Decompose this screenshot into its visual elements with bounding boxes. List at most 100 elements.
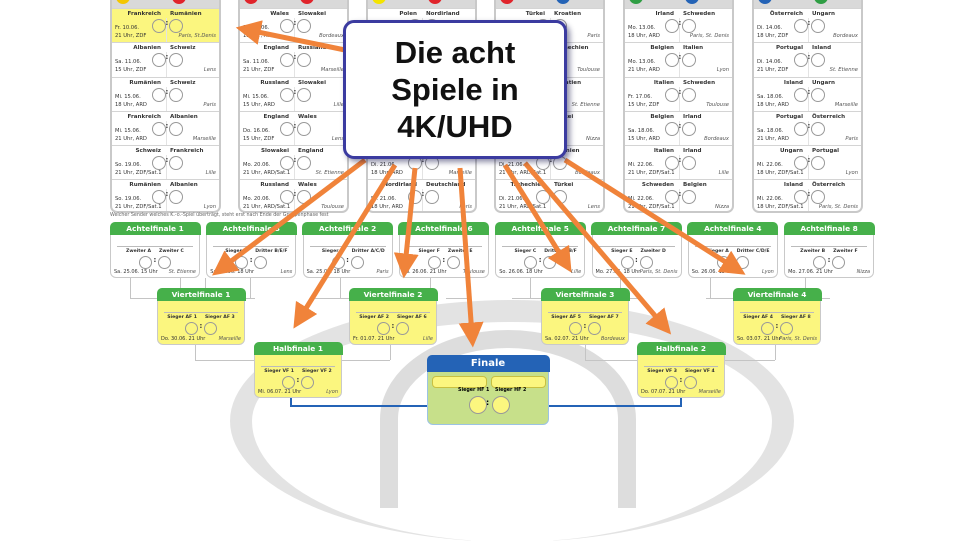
score2-input[interactable] [780,322,793,335]
score1-input[interactable] [139,256,152,269]
score1-input[interactable] [280,121,294,136]
score2-input[interactable] [425,190,439,205]
score1-input[interactable] [794,53,808,68]
score1-input[interactable] [280,190,294,205]
semi-final-match[interactable]: Halbfinale 2 Sieger VF 3 Sieger VF 4 : D… [636,341,726,398]
score2-input[interactable] [811,19,825,33]
score1-input[interactable] [665,87,679,102]
score1-input[interactable] [377,322,390,335]
score1-input[interactable] [761,322,774,335]
score2-input[interactable] [588,322,601,335]
quarter-final-match[interactable]: Viertelfinale 3 Sieger AF 5 Sieger AF 7 … [540,287,630,345]
score1-input[interactable] [794,19,808,33]
score2-input[interactable] [811,53,825,68]
score2-input[interactable] [446,256,460,269]
score-separator: : [678,19,682,27]
match-time-broadcaster: 21 Uhr, ZDF [115,33,147,39]
score1-input[interactable] [665,376,678,389]
score2-input[interactable] [350,256,364,269]
score1-input[interactable] [665,53,679,68]
score2-input[interactable] [682,121,696,136]
round-of-16-match[interactable]: Achtelfinale 2 Sieger B Dritter A/C/D : … [302,221,394,278]
group-header [754,0,861,8]
score1-input[interactable] [569,322,582,335]
match-time-broadcaster: 18 Uhr, ZDF/Sat.1 [757,204,804,211]
score2-input[interactable] [832,256,846,269]
score2-input[interactable] [684,376,697,389]
score2-input[interactable] [396,322,409,335]
score2-input[interactable] [204,322,217,335]
score1-input[interactable] [794,156,808,171]
score2-input[interactable] [811,121,825,136]
score1-input[interactable] [152,19,166,33]
quarter-final-match[interactable]: Viertelfinale 4 Sieger AF 4 Sieger AF 8 … [732,287,822,345]
score1-input[interactable] [794,190,808,205]
score-separator: : [679,376,683,384]
score1-input[interactable] [620,256,634,269]
score2-input[interactable] [254,256,268,269]
team-flag-icon [685,0,699,4]
team2-name: Rumänien [170,11,202,17]
score1-input[interactable] [524,256,538,269]
score1-input[interactable] [665,19,679,33]
match-title: Viertelfinale 2 [348,287,438,301]
match-time-broadcaster: 15 Uhr, ZDF [243,135,275,142]
score2-input[interactable] [169,156,183,171]
score1-input[interactable] [152,156,166,171]
score1-input[interactable] [427,256,441,269]
score2-input[interactable] [811,87,825,102]
score2-input[interactable] [297,156,311,171]
score2-input[interactable] [169,190,183,205]
score2-input[interactable] [682,53,696,68]
score2-input[interactable] [682,19,696,33]
score2-input[interactable] [639,256,653,269]
score2-input[interactable] [297,19,311,33]
score2-input[interactable] [682,87,696,102]
score2-input[interactable] [682,190,696,205]
score1-input[interactable] [280,53,294,68]
score2-input[interactable] [169,121,183,136]
score1-input[interactable] [280,87,294,102]
score1-input[interactable] [665,121,679,136]
score1-input[interactable] [794,87,808,102]
round-of-16-match[interactable]: Achtelfinale 8 Zweiter B Zweiter F : Mo.… [783,221,875,278]
score1-input[interactable] [152,53,166,68]
score2-input[interactable] [158,256,171,269]
final-team1-slot[interactable] [432,376,487,388]
match-date: Mo. 20.06. [243,196,271,203]
group-a-column: Frankreich Rumänien : Fr. 10.06. 21 Uhr,… [110,0,221,213]
quarter-final-match[interactable]: Viertelfinale 1 Sieger AF 1 Sieger AF 3 … [156,287,246,345]
score2-input[interactable] [169,53,183,68]
score2-input[interactable] [297,87,311,102]
score1-input[interactable] [280,156,294,171]
score2-input[interactable] [169,87,183,102]
quarter-final-match[interactable]: Viertelfinale 2 Sieger AF 2 Sieger AF 6 … [348,287,438,345]
score1-input[interactable] [813,256,827,269]
score2-input[interactable] [811,156,825,171]
score1-input[interactable] [185,322,198,335]
match-title: Halbfinale 2 [636,341,726,355]
score1-input[interactable] [536,190,550,205]
score1-input[interactable] [665,156,679,171]
score2-input[interactable] [682,156,696,171]
divider [294,189,295,211]
score2-input[interactable] [297,53,311,68]
final-team2-slot[interactable] [491,376,546,388]
round-of-16-match[interactable]: Achtelfinale 7 Sieger E Zweiter D : Mo. … [591,221,682,278]
score1-input[interactable] [794,121,808,136]
score2-input[interactable] [301,376,314,389]
score1-input[interactable] [665,190,679,205]
score2-input[interactable] [169,19,183,33]
match-time-broadcaster: 21 Uhr, ARD/Sat.1 [499,204,547,211]
score1-input[interactable] [152,121,166,136]
score1-input[interactable] [152,190,166,205]
score1-input[interactable] [280,19,294,33]
score2-input[interactable] [297,121,311,136]
score1-input[interactable] [282,376,295,389]
semi-final-match[interactable]: Halbfinale 1 Sieger VF 1 Sieger VF 2 : M… [253,341,343,398]
score1-input[interactable] [152,87,166,102]
match-title: Viertelfinale 1 [156,287,246,301]
score2-input[interactable] [811,190,825,205]
round-of-16-match[interactable]: Achtelfinale 6 Sieger F Zweiter E : So. … [398,221,490,278]
round-of-16-match[interactable]: Achtelfinale 1 Zweiter A Zweiter C : Sa.… [109,221,201,278]
